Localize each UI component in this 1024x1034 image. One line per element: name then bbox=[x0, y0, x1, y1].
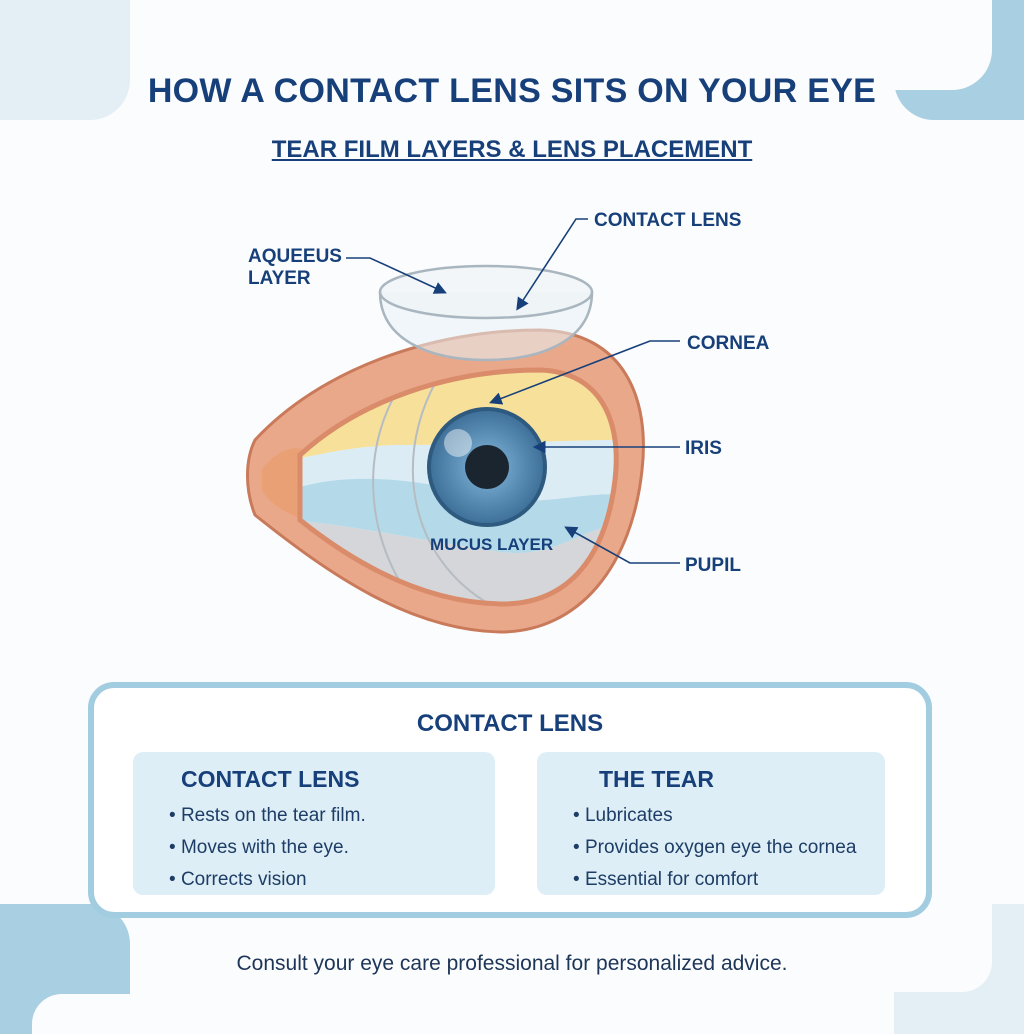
list-item: Lubricates bbox=[573, 800, 856, 832]
list-item: Moves with the eye. bbox=[169, 832, 366, 864]
page-subtitle: TEAR FILM LAYERS & LENS PLACEMENT bbox=[271, 136, 753, 163]
iris-icon bbox=[427, 407, 547, 527]
pupil-icon bbox=[465, 445, 509, 489]
list-item: Provides oxygen eye the cornea bbox=[573, 832, 856, 864]
list-item: Essential for comfort bbox=[573, 864, 856, 896]
label-aqueous-layer: AQUEEUS bbox=[248, 246, 342, 267]
corner-mask bbox=[882, 0, 992, 90]
label-cornea: CORNEA bbox=[687, 333, 770, 354]
panel-heading: CONTACT LENS bbox=[181, 766, 360, 792]
contact-lens-icon bbox=[378, 264, 594, 362]
corner-mask bbox=[32, 994, 142, 1034]
label-contact-lens: CONTACT LENS bbox=[594, 210, 741, 231]
label-mucus-layer: MUCUS LAYER bbox=[430, 535, 553, 554]
info-card-title: CONTACT LENS bbox=[416, 710, 604, 737]
corner-decoration-top-left bbox=[0, 0, 130, 120]
tear-duct bbox=[262, 448, 305, 520]
info-card: CONTACT LENS CONTACT LENS Rests on the t… bbox=[88, 682, 932, 918]
list-item: Corrects vision bbox=[169, 864, 366, 896]
list-item: Rests on the tear film. bbox=[169, 800, 366, 832]
eye-diagram: AQUEEUS LAYER CONTACT LENS CORNEA IRIS P… bbox=[246, 210, 770, 634]
leader-lines bbox=[346, 218, 680, 564]
label-iris: IRIS bbox=[685, 438, 722, 459]
footer-note: Consult your eye care professional for p… bbox=[236, 952, 788, 975]
label-aqueous-layer-line2: LAYER bbox=[248, 268, 311, 289]
panel-contact-lens: CONTACT LENS Rests on the tear film. Mov… bbox=[133, 752, 495, 895]
panel-heading: THE TEAR bbox=[599, 766, 714, 792]
label-pupil: PUPIL bbox=[685, 555, 741, 576]
page-title: HOW A CONTACT LENS SITS ON YOUR EYE bbox=[147, 72, 877, 110]
panel-the-tear: THE TEAR Lubricates Provides oxygen eye … bbox=[537, 752, 885, 895]
